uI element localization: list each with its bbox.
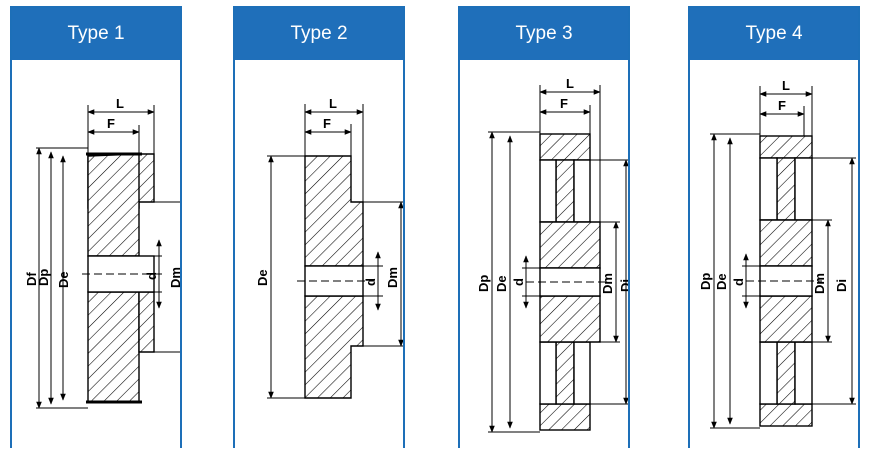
type-4-label-De: De <box>714 273 729 290</box>
type-3-recess-ul <box>539 159 557 223</box>
type-1-rim-lower <box>87 291 140 403</box>
type-3-label-Dm: Dm <box>600 273 615 294</box>
type-3-label-Dp: Dp <box>476 275 491 292</box>
type-4-title: Type 4 <box>690 8 858 60</box>
type-3-label-F: F <box>560 96 568 111</box>
type-3-hub-lower <box>539 295 601 343</box>
type-2-title: Type 2 <box>235 8 403 60</box>
type-2-drawing: L F De d Dm <box>255 96 403 399</box>
type-1-drawing: L F Df Dp De d Dm <box>24 96 180 409</box>
type-3-recess-ll <box>539 341 557 405</box>
type-2-label-Dm: Dm <box>385 267 400 288</box>
type-3-web-upper <box>555 159 575 223</box>
type-1-rim-upper <box>87 153 140 257</box>
type-2-body-lower <box>304 295 364 399</box>
type-3-label-Di: Di <box>618 279 628 292</box>
type-2-label-d: d <box>363 278 378 286</box>
type-3-card: Type 3 L F Dp De d <box>458 6 630 448</box>
type-3-rim-top <box>539 133 591 161</box>
type-4-recess-ll <box>759 341 778 405</box>
type-1-label-d: d <box>144 272 159 280</box>
type-3-rim-bottom <box>539 403 591 431</box>
type-1-label-De: De <box>56 271 71 288</box>
type-3-label-d: d <box>511 278 526 286</box>
type-2-label-F: F <box>323 116 331 131</box>
type-3-label-De: De <box>494 275 509 292</box>
type-1-label-F: F <box>107 116 115 131</box>
type-1-label-L: L <box>116 96 124 111</box>
type-2-label-De: De <box>255 269 270 286</box>
type-2-label-L: L <box>329 96 337 111</box>
type-4-recess-lr <box>794 341 813 405</box>
type-2-card: Type 2 L F De d Dm <box>233 6 405 448</box>
type-4-hub-upper <box>759 219 813 267</box>
type-4-label-F: F <box>778 98 786 113</box>
type-3-title: Type 3 <box>460 8 628 60</box>
type-4-hub-lower <box>759 295 813 343</box>
type-1-hub-lower <box>138 291 155 353</box>
type-4-web-lower <box>776 341 796 405</box>
type-3-recess-ur <box>573 159 591 223</box>
type-3-recess-lr <box>573 341 591 405</box>
type-4-drawing: L F Dp De d Dm Di <box>698 78 856 429</box>
type-1-label-Dm: Dm <box>168 267 180 288</box>
type-3-label-L: L <box>566 76 574 91</box>
type-4-label-Dm: Dm <box>812 273 827 294</box>
type-1-label-Df: Df <box>24 272 39 286</box>
type-3-hub-upper <box>539 221 601 269</box>
type-4-label-L: L <box>782 78 790 93</box>
type-4-web-upper <box>776 157 796 221</box>
type-4-recess-ul <box>759 157 778 221</box>
type-2-body-upper <box>304 155 364 267</box>
type-1-label-Dp: Dp <box>36 269 51 286</box>
type-4-label-Di: Di <box>834 279 849 292</box>
type-3-web-lower <box>555 341 575 405</box>
type-4-label-d: d <box>731 278 746 286</box>
type-1-title: Type 1 <box>12 8 180 60</box>
type-4-rim-top <box>759 135 813 159</box>
type-4-rim-bottom <box>759 403 813 427</box>
type-3-drawing: L F Dp De d Dm Di <box>476 76 628 433</box>
type-4-label-Dp: Dp <box>698 273 713 290</box>
type-4-recess-ur <box>794 157 813 221</box>
type-4-card: Type 4 L F Dp De d Dm Di <box>688 6 860 448</box>
type-1-card: Type 1 L F Df Dp De d Dm <box>10 6 182 448</box>
